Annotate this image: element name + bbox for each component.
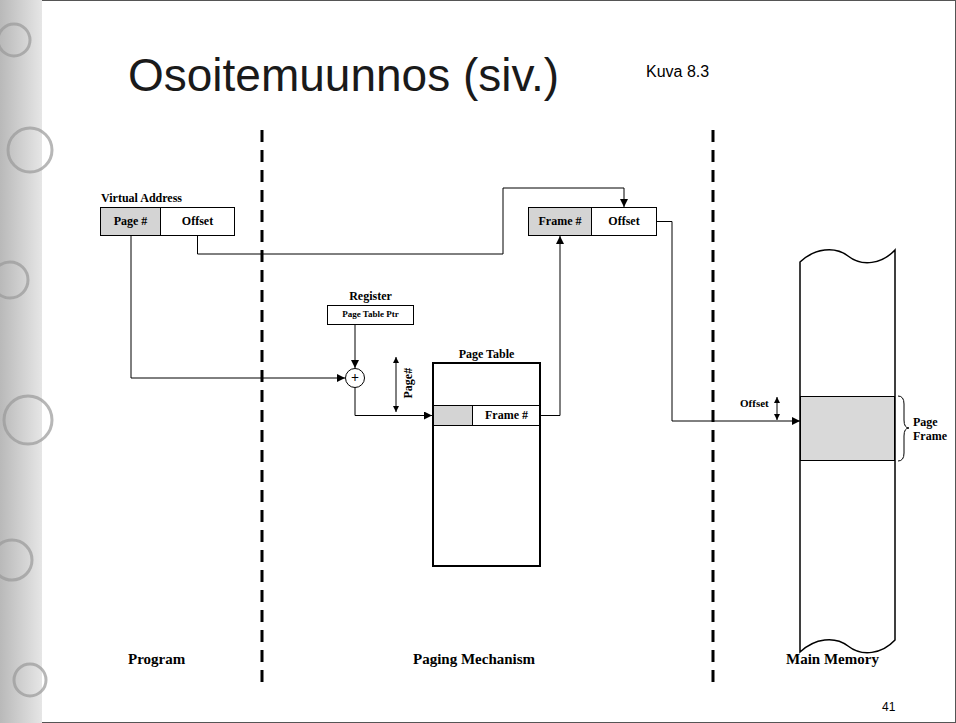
column-label: Main Memory [786, 650, 879, 668]
connector-arrow [131, 235, 345, 378]
box-text: Offset [608, 215, 639, 228]
page-number-field: Page # [101, 208, 161, 235]
box-heading: Register [349, 290, 392, 303]
dimension-label: Offset [740, 397, 769, 410]
address-register: Virtual AddressPage #Offset [100, 207, 235, 236]
offset-field: Offset [161, 208, 234, 235]
adder-circle: + [345, 368, 365, 388]
dimension-arrow [396, 357, 397, 412]
box-text: Page Table Ptr [342, 310, 399, 320]
box-text: + [351, 370, 359, 385]
page-number: 41 [882, 700, 895, 714]
box-text: Offset [182, 215, 213, 228]
register-box: RegisterPage Table Ptr [327, 305, 414, 325]
page-frame: Page Frame [800, 396, 895, 461]
gear-pattern [0, 24, 52, 696]
brace [898, 396, 909, 461]
column-label: Program [128, 650, 185, 668]
figure-number: Kuva 8.3 [646, 62, 709, 81]
box-heading: Page Frame [913, 415, 951, 443]
connector-arrow [198, 188, 625, 254]
connector-arrow [541, 236, 560, 416]
box-heading: Page Table [459, 348, 515, 361]
connector-arrow [355, 325, 356, 368]
slide-title: Osoitemuunnos (siv.) [128, 50, 559, 101]
connector-arrow [657, 222, 800, 422]
gear-strip [0, 0, 42, 723]
divider-line [261, 130, 264, 690]
adder-outline [346, 369, 365, 388]
page-table-entry: Frame # [432, 405, 541, 426]
connector-arrow [355, 388, 432, 416]
box-text: Page # [114, 215, 148, 228]
box-text: Frame # [539, 215, 582, 228]
memory-strip [800, 250, 895, 653]
divider-line [712, 130, 715, 690]
dimension-label: Page# [401, 363, 415, 403]
frame-number-field: Frame # [528, 207, 592, 236]
page-table: Page TableFrame # [432, 362, 541, 567]
dimension-arrow [777, 397, 778, 420]
column-label: Paging Mechanism [413, 650, 535, 668]
offset-field: Offset [591, 207, 657, 236]
box-heading: Virtual Address [101, 192, 182, 205]
box-text: Frame # [485, 409, 528, 422]
